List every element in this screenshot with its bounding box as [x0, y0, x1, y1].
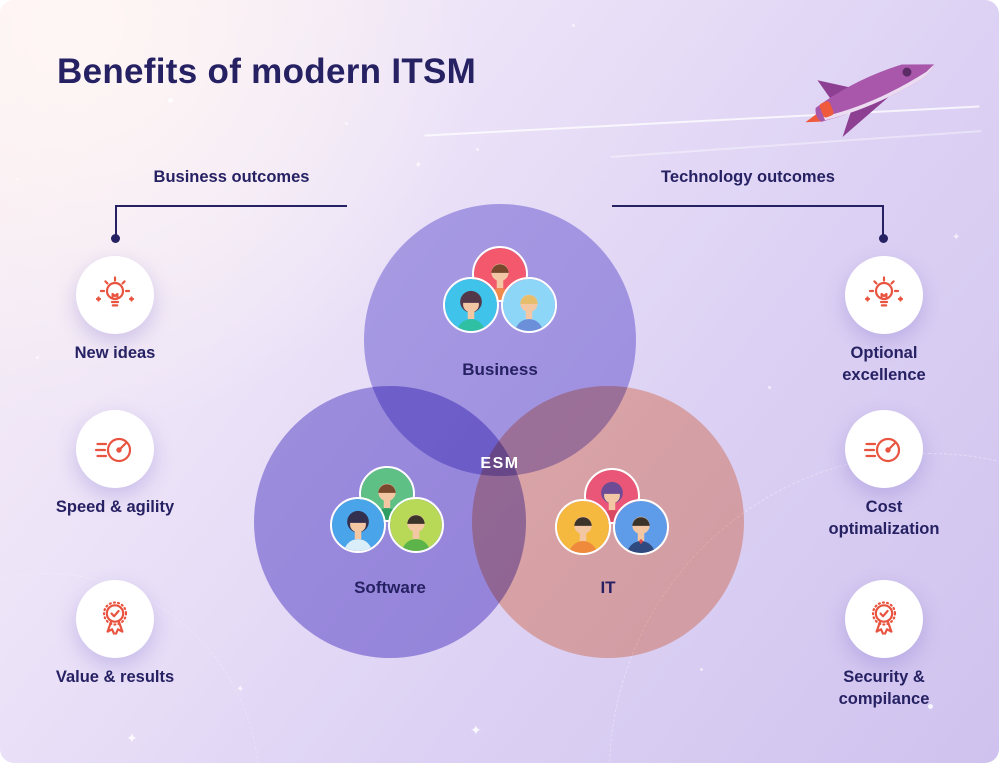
outcome-item-speed-agility: Speed & agility	[35, 410, 195, 519]
it-avatars	[555, 468, 669, 560]
avatar-person	[613, 499, 669, 555]
page-title: Benefits of modern ITSM	[57, 52, 477, 91]
sparkle-decoration	[768, 386, 771, 389]
outcome-label: New ideas	[74, 344, 156, 362]
outcome-item-security-compilance: Security & compilance	[804, 580, 964, 711]
avatar-person	[501, 277, 557, 333]
spaceship-icon	[805, 64, 935, 137]
sparkle-decoration	[345, 122, 348, 125]
venn-label-business: Business	[462, 360, 538, 379]
sparkle-decoration: ✦	[470, 722, 482, 738]
avatar-person	[443, 277, 499, 333]
speedometer-icon	[94, 437, 132, 463]
venn-label-software: Software	[354, 578, 426, 597]
outcome-item-optional-excellence: Optional excellence	[804, 256, 964, 387]
sparkle-decoration	[572, 24, 575, 27]
outcome-label: Speed & agility	[55, 498, 175, 516]
icon-circle	[845, 410, 923, 488]
icon-circle	[76, 256, 154, 334]
medal-icon	[102, 601, 128, 635]
rocket-illustration	[796, 30, 972, 142]
medal-icon	[871, 601, 897, 635]
sparkle-decoration	[168, 98, 173, 103]
lightbulb-icon	[864, 276, 904, 307]
speedometer-icon	[863, 437, 901, 463]
business-avatars	[443, 246, 557, 338]
business-outcomes-heading: Business outcomes	[153, 168, 310, 186]
avatar-person	[555, 499, 611, 555]
icon-circle	[845, 256, 923, 334]
outcome-item-value-results: Value & results	[35, 580, 195, 689]
bracket-dot-right	[879, 234, 888, 243]
sparkle-decoration	[476, 148, 479, 151]
bracket-line-right	[612, 205, 884, 237]
sparkle-decoration	[16, 178, 19, 181]
bracket-dot-left	[111, 234, 120, 243]
software-avatars	[330, 466, 444, 558]
icon-circle	[76, 580, 154, 658]
sparkle-decoration: ✦	[414, 160, 423, 171]
avatar-person	[388, 497, 444, 553]
outcome-item-cost-optimalization: Cost optimalization	[804, 410, 964, 541]
esm-label: ESM	[480, 455, 520, 472]
outcome-label: Optional excellence	[842, 344, 926, 384]
venn-label-it: IT	[600, 578, 616, 597]
outcome-item-new-ideas: New ideas	[35, 256, 195, 365]
avatar-person	[330, 497, 386, 553]
outcome-label: Cost optimalization	[828, 498, 940, 538]
icon-circle	[76, 410, 154, 488]
lightbulb-icon	[95, 276, 135, 307]
outcome-label: Security & compilance	[838, 668, 930, 708]
technology-outcomes-heading: Technology outcomes	[661, 168, 835, 186]
bracket-line-left	[115, 205, 347, 237]
outcome-label: Value & results	[55, 668, 175, 686]
icon-circle	[845, 580, 923, 658]
sparkle-decoration: ✦	[952, 232, 961, 243]
